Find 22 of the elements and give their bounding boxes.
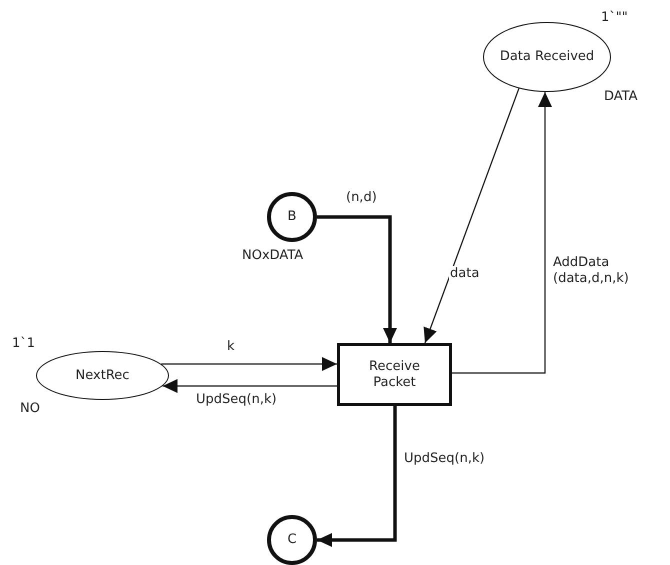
node-label: Data Received <box>500 49 594 65</box>
node-label: B <box>288 209 296 225</box>
arc-arrow <box>317 215 397 343</box>
arc-arrow <box>161 357 337 371</box>
place-annotation: 1`1 <box>12 336 36 351</box>
place-annotation: 1`"" <box>601 10 628 25</box>
arc-inscription: data <box>449 266 480 282</box>
port-place-circle <box>267 192 317 242</box>
node-label: NextRec <box>76 368 130 384</box>
arc-inscription: UpdSeq(n,k) <box>195 392 278 408</box>
transition-box <box>337 343 452 406</box>
arc-arrow <box>452 92 552 374</box>
arc-arrow <box>424 88 520 344</box>
place-annotation: NO <box>20 401 40 416</box>
port-place-circle <box>267 515 317 565</box>
place-annotation: NOxDATA <box>242 248 304 263</box>
node-label: C <box>287 532 297 548</box>
place-annotation: DATA <box>604 89 638 104</box>
arc-arrow <box>162 379 337 393</box>
arc-inscription: UpdSeq(n,k) <box>403 451 486 468</box>
arc-arrow <box>317 406 397 547</box>
node-label: Receive Packet <box>368 358 421 390</box>
